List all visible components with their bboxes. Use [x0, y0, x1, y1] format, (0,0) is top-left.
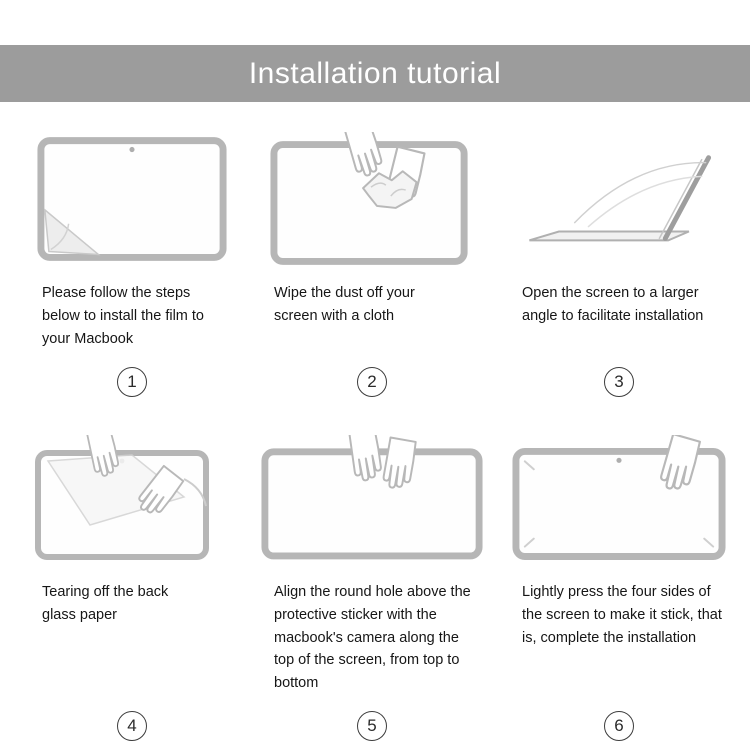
step-6-caption: Lightly press the four sides of the scre… [522, 583, 722, 646]
step-2-number-wrap: 2 [248, 351, 496, 397]
step-6-number: 6 [614, 716, 624, 736]
step-5: Align the round hole above the protectiv… [248, 425, 496, 742]
step-3: Open the screen to a larger angle to fac… [496, 126, 742, 397]
step-4-illustration [16, 425, 248, 573]
step-1-caption: Please follow the steps below to install… [42, 285, 204, 347]
step-4-number-badge: 4 [117, 711, 147, 742]
step-6: Lightly press the four sides of the scre… [496, 425, 742, 742]
step-3-number-badge: 3 [604, 366, 634, 397]
laptop-opened-to-wide-angle-icon [529, 155, 712, 242]
step-6-number-wrap: 6 [496, 695, 742, 742]
step-1: Please follow the steps below to install… [16, 126, 248, 397]
step-5-number: 5 [367, 716, 377, 736]
hands-tearing-back-glass-paper-icon [35, 434, 209, 560]
step-1-illustration [16, 126, 248, 274]
step-4: Tearing off the back glass paper 4 [16, 425, 248, 742]
step-2-illustration [248, 126, 496, 274]
step-1-number-badge: 1 [117, 366, 147, 397]
step-4-number: 4 [127, 716, 137, 736]
step-2-caption: Wipe the dust off your screen with a clo… [274, 285, 415, 324]
step-3-caption: Open the screen to a larger angle to fac… [522, 285, 704, 324]
step-3-number-wrap: 3 [496, 351, 742, 397]
hand-pressing-screen-edges-icon [512, 434, 726, 560]
step-2-number-badge: 2 [357, 366, 387, 397]
hands-aligning-film-with-camera-icon [261, 434, 483, 560]
step-6-number-badge: 6 [604, 711, 634, 742]
step-4-number-wrap: 4 [16, 695, 248, 742]
page-title: Installation tutorial [248, 56, 502, 90]
step-5-caption: Align the round hole above the protectiv… [274, 583, 471, 692]
step-3-number: 3 [614, 371, 624, 391]
step-3-illustration [496, 126, 742, 274]
steps-grid: Please follow the steps below to install… [0, 126, 750, 750]
step-1-number: 1 [127, 371, 137, 391]
step-2-number: 2 [367, 371, 377, 391]
step-4-caption: Tearing off the back glass paper [42, 583, 169, 623]
step-6-illustration [496, 425, 742, 573]
step-5-number-wrap: 5 [248, 695, 496, 742]
macbook-screen-with-peeling-film-icon [37, 137, 227, 261]
hands-wiping-screen-with-cloth-icon [270, 132, 468, 265]
step-2: Wipe the dust off your screen with a clo… [248, 126, 496, 397]
step-5-illustration [248, 425, 496, 573]
step-1-number-wrap: 1 [16, 351, 248, 397]
header-banner: Installation tutorial [0, 45, 750, 102]
step-5-number-badge: 5 [357, 711, 387, 742]
